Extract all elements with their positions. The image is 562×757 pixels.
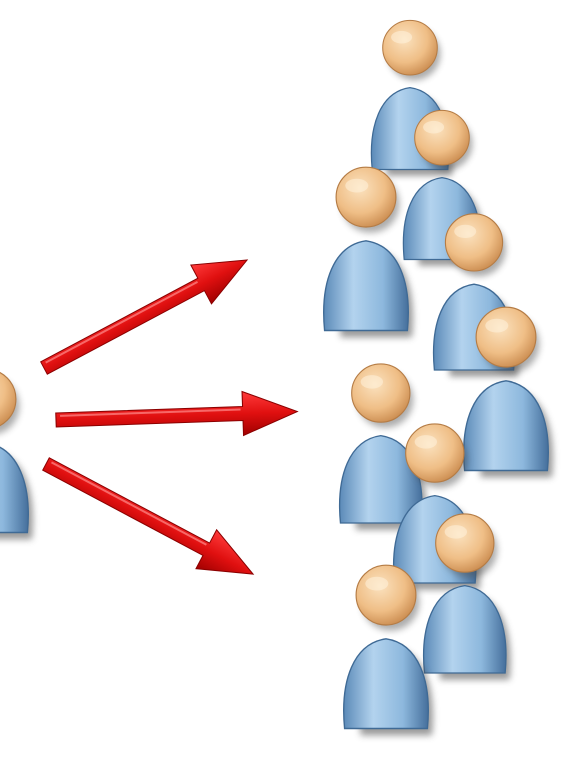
person-icon (324, 167, 413, 337)
person-icon (424, 514, 511, 680)
arrow-right-icon (55, 390, 298, 442)
arrow-up-right-icon (34, 241, 258, 388)
arrow-down-right-icon (36, 445, 264, 594)
person-icon (464, 307, 553, 477)
recipient-crowd (324, 20, 553, 735)
person-icon (344, 565, 433, 735)
source-person-icon (0, 369, 33, 539)
